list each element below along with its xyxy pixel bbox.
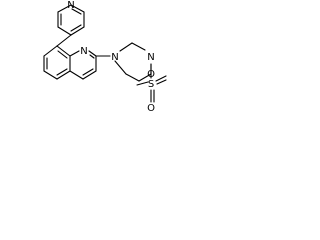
- bond: [70, 4, 85, 13]
- atom-label-o-top: O: [147, 69, 155, 80]
- chemical-structure-diagram: N N N N S O O: [43, 0, 167, 114]
- atom-label-n-piperazine-1: N: [111, 52, 118, 63]
- bond: [69, 50, 80, 57]
- atom-label-n-piperazine-4: N: [147, 52, 154, 63]
- bond: [43, 45, 58, 57]
- bond: [89, 54, 95, 59]
- bond: [56, 45, 71, 57]
- atom-label-o-bottom: O: [147, 103, 155, 114]
- bond: [57, 50, 68, 59]
- atom-label-n-pyridine: N: [67, 0, 74, 11]
- bond: [70, 26, 85, 36]
- bond: [69, 70, 84, 80]
- pyridine-ring: [57, 4, 85, 36]
- bond: [88, 50, 97, 57]
- bond: [70, 24, 82, 32]
- bond: [138, 73, 152, 82]
- bond: [114, 60, 127, 75]
- bond: [125, 73, 140, 82]
- atom-label-s: S: [148, 79, 154, 90]
- bond: [82, 68, 94, 76]
- bond: [57, 26, 72, 36]
- methylsulfonyl-group: [136, 63, 167, 103]
- bond: [56, 70, 71, 80]
- atom-label-n-quinoline: N: [80, 46, 87, 57]
- bond: [136, 81, 149, 86]
- bond: [131, 42, 146, 51]
- quinoline-benzo-ring: [43, 45, 71, 80]
- bond: [155, 75, 167, 82]
- bond: [56, 34, 72, 47]
- bond: [71, 8, 82, 15]
- bond: [156, 79, 167, 85]
- bond: [56, 68, 68, 76]
- bond: [43, 70, 58, 80]
- bond: [119, 42, 133, 52]
- quinoline-pyridine-ring: [69, 50, 97, 80]
- bond: [57, 4, 72, 13]
- piperazine-ring: [114, 42, 152, 82]
- bond: [82, 70, 97, 80]
